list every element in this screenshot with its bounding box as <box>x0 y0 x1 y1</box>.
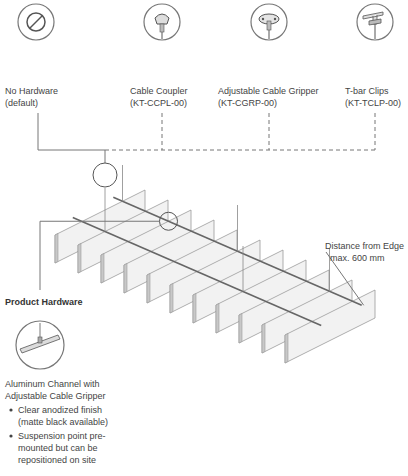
dimension-note: max. 600 mm <box>330 252 385 264</box>
dimension-note: Distance from Edge <box>325 240 404 252</box>
baffle <box>285 290 375 363</box>
no-symbol-slash <box>30 16 43 29</box>
option-line <box>105 150 375 151</box>
baffle-edge <box>216 304 219 334</box>
suspension-cable <box>329 248 330 291</box>
gripper-symbol <box>38 337 42 343</box>
option-line <box>38 150 105 151</box>
baffle-edge <box>285 334 288 364</box>
icon-circle <box>16 321 64 369</box>
option-line <box>105 150 106 163</box>
coupler-cable <box>162 32 163 39</box>
hardware-icon <box>18 4 54 40</box>
tbar-symbol <box>363 12 383 24</box>
baffle-edge <box>78 244 81 274</box>
channel-symbol <box>20 335 60 353</box>
baffle-edge <box>101 254 104 284</box>
clip-cable <box>375 24 376 39</box>
coupler-body <box>160 24 164 32</box>
option-line <box>375 113 376 150</box>
icon-circle <box>251 4 287 40</box>
aluminum-channel <box>113 197 361 305</box>
gripper-screw <box>274 18 276 20</box>
icon-circle <box>144 4 180 40</box>
product-hardware-icon <box>16 321 64 369</box>
baffle-edge <box>239 314 242 344</box>
bullet-note: Clear anodized finish (matte black avail… <box>18 404 130 428</box>
option-name: Cable Coupler <box>130 85 188 97</box>
gripper-cable <box>269 30 270 39</box>
part-code: (default) <box>5 97 38 109</box>
bullet <box>9 408 12 411</box>
bullet <box>9 434 12 437</box>
part-description: Aluminum Channel with <box>5 378 100 390</box>
no-symbol <box>27 13 45 31</box>
hardware-icon <box>357 4 393 40</box>
section-heading: Product Hardware <box>5 296 83 308</box>
coupler-symbol <box>155 14 169 24</box>
callout-circle <box>93 163 117 187</box>
option-line <box>269 113 270 150</box>
part-code: (KT-CCPL-00) <box>130 97 187 109</box>
option-line <box>162 113 163 150</box>
hardware-icon <box>144 4 180 40</box>
gripper-body <box>267 21 271 30</box>
gripper-screw <box>262 18 264 20</box>
part-code: (KT-TCLP-00) <box>345 97 401 109</box>
suspension-cable <box>237 205 238 251</box>
option-name: Adjustable Cable Gripper <box>218 85 319 97</box>
icon-circle <box>357 4 393 40</box>
suspension-cable <box>243 246 244 292</box>
option-name: T-bar Clips <box>345 85 389 97</box>
baffle-edge <box>124 264 127 294</box>
baffle-edge <box>193 294 196 324</box>
part-code: (KT-CGRP-00) <box>218 97 277 109</box>
leader-line <box>40 221 41 290</box>
leader-line <box>40 221 160 222</box>
baffle-edge <box>147 274 150 304</box>
baffle-edge <box>170 284 173 314</box>
icon-circle <box>18 4 54 40</box>
callout-circle <box>160 212 178 230</box>
option-name: No Hardware <box>5 85 58 97</box>
hardware-icon <box>251 4 287 40</box>
part-description: Adjustable Cable Gripper <box>5 390 106 402</box>
bullet-note: Suspension point pre-mounted but can be … <box>18 430 130 466</box>
baffle-edge <box>55 234 58 264</box>
option-line <box>38 113 39 150</box>
suspension-cable <box>122 165 123 201</box>
baffle-edge <box>262 324 265 354</box>
cable-symbol <box>40 323 41 337</box>
suspension-cable <box>105 188 106 232</box>
